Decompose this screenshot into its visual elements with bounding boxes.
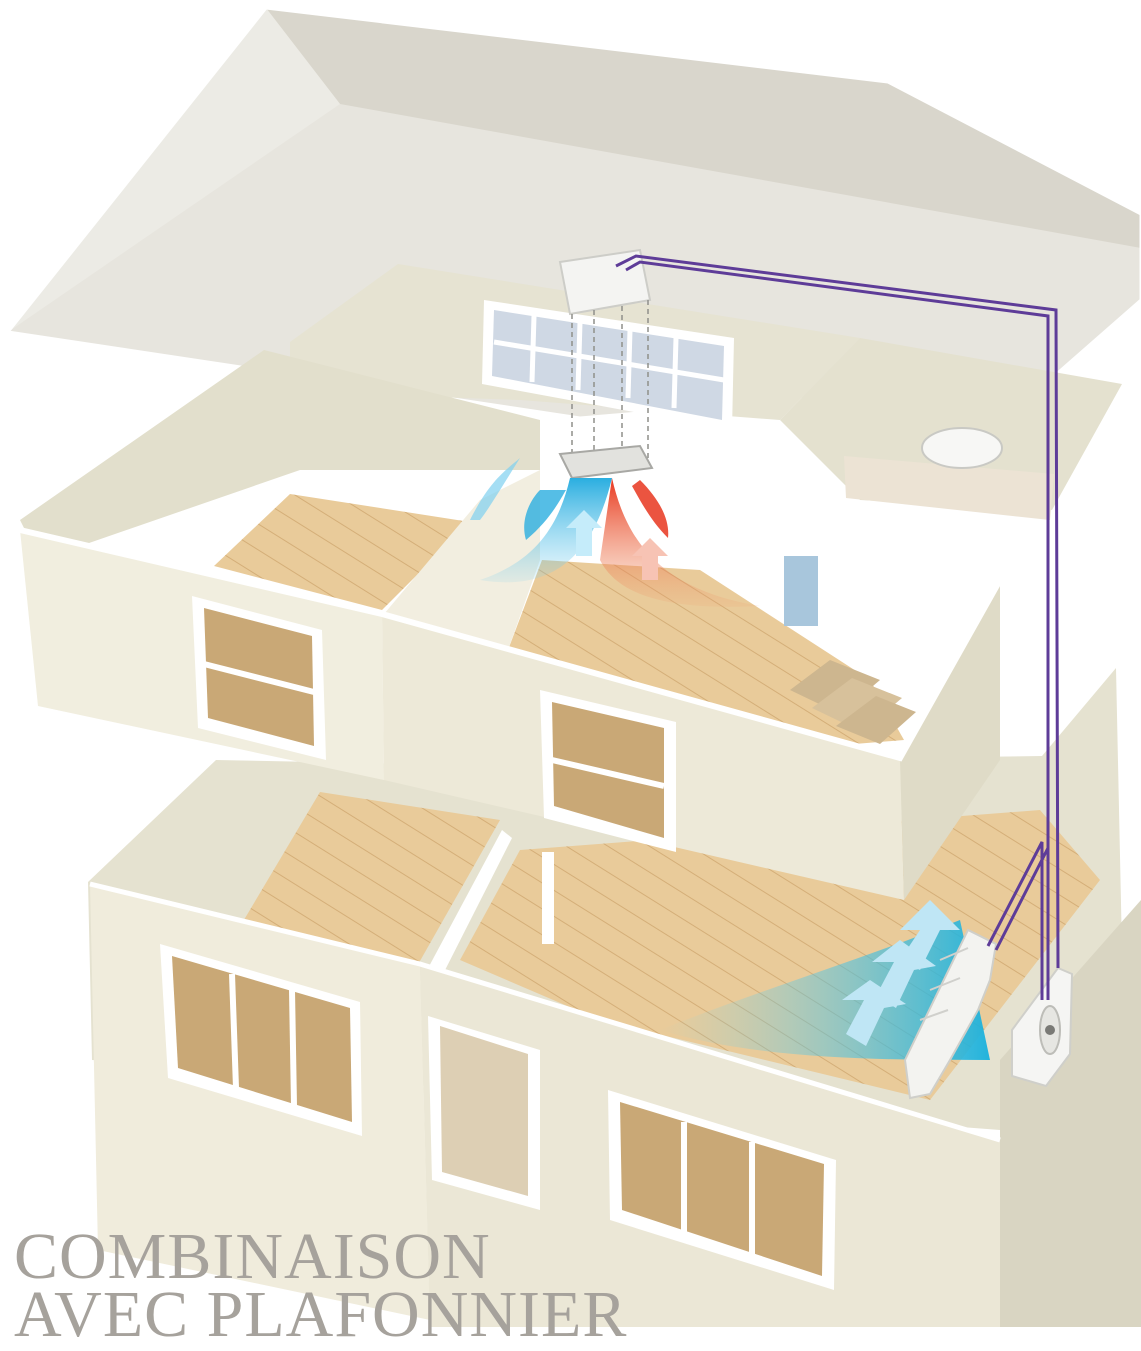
front-door [428,1016,540,1210]
caption-line-2: AVEC PLAFONNIER [14,1286,774,1344]
